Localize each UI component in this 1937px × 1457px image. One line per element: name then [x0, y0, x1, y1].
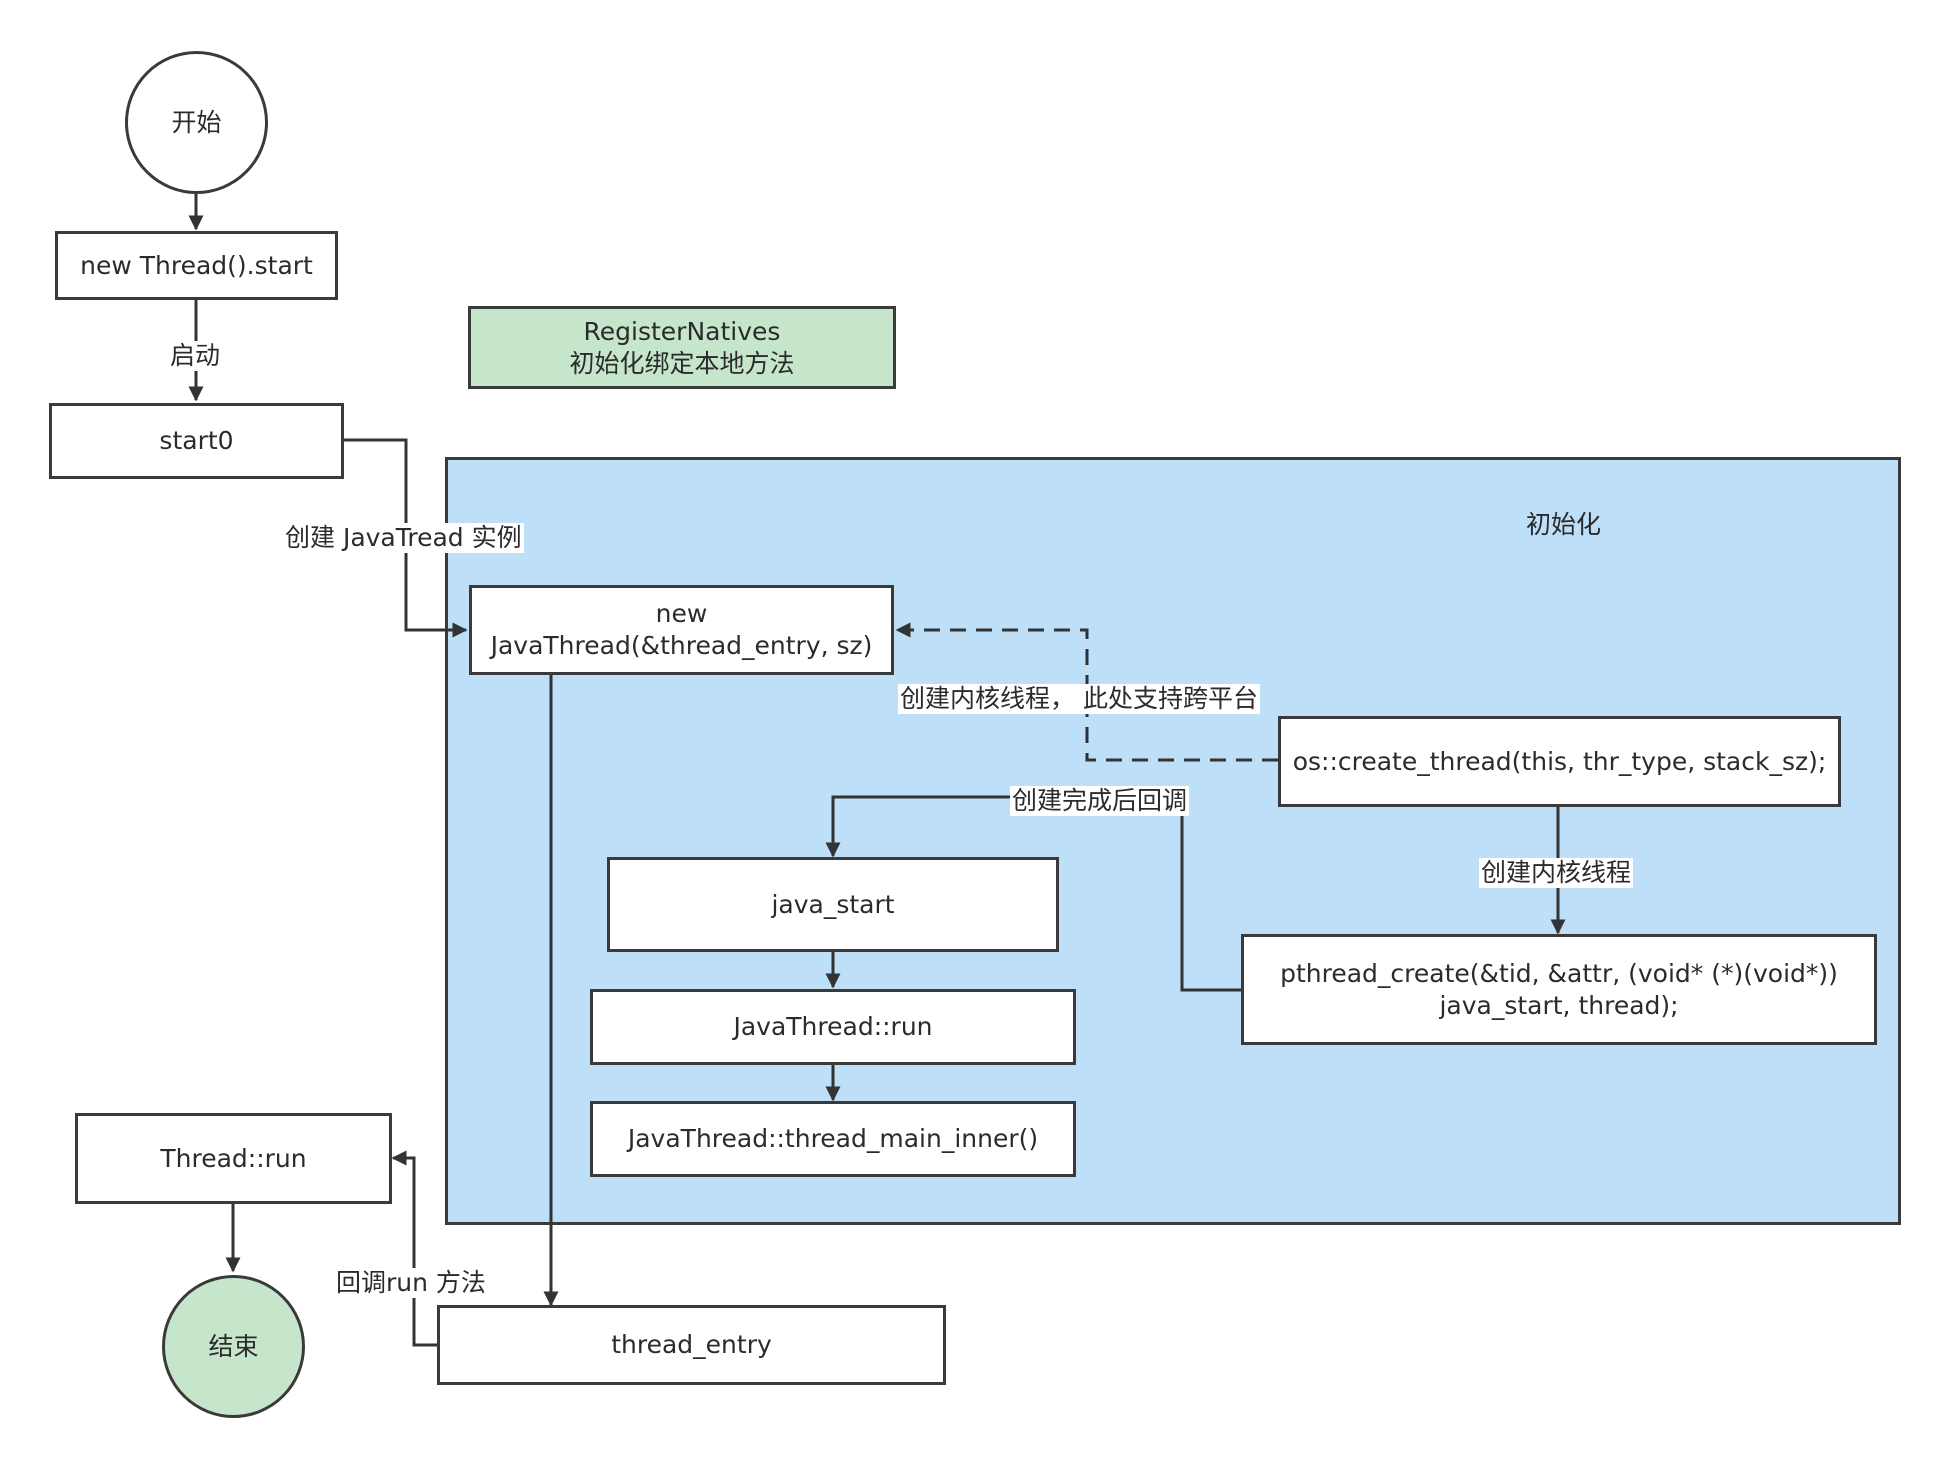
thread-entry-node[interactable]: thread_entry — [437, 1305, 946, 1385]
new-thread-start-node[interactable]: new Thread().start — [55, 231, 338, 300]
java-start-node[interactable]: java_start — [607, 857, 1059, 952]
start0-node[interactable]: start0 — [49, 403, 344, 479]
edge-label-create-kernel-cross: 创建内核线程， 此处支持跨平台 — [898, 684, 1260, 714]
pthread-create-node[interactable]: pthread_create(&tid, &attr, (void* (*)(v… — [1241, 934, 1877, 1045]
javathread-run-node[interactable]: JavaThread::run — [590, 989, 1076, 1065]
new-javathread-node[interactable]: new JavaThread(&thread_entry, sz) — [469, 585, 894, 675]
start-node[interactable]: 开始 — [125, 51, 268, 194]
init-group-title: 初始化 — [1526, 510, 1602, 539]
end-node[interactable]: 结束 — [162, 1275, 305, 1418]
thread-main-inner-node[interactable]: JavaThread::thread_main_inner() — [590, 1101, 1076, 1177]
edge-label-callback-run: 回调run 方法 — [334, 1268, 488, 1298]
os-create-thread-node[interactable]: os::create_thread(this, thr_type, stack_… — [1278, 716, 1841, 807]
edge-label-create-kernel: 创建内核线程 — [1479, 858, 1634, 888]
thread-run-node[interactable]: Thread::run — [75, 1113, 392, 1204]
edge-threadentry-to-threadrun — [391, 1150, 437, 1347]
edge-label-callback-after-create: 创建完成后回调 — [1010, 786, 1190, 816]
edge-label-qidong: 启动 — [168, 341, 223, 371]
edge-label-create-javatread: 创建 JavaTread 实例 — [283, 523, 524, 553]
edge-oscreate-to-newjavathread — [895, 622, 1278, 762]
register-natives-node[interactable]: RegisterNatives 初始化绑定本地方法 — [468, 306, 896, 389]
